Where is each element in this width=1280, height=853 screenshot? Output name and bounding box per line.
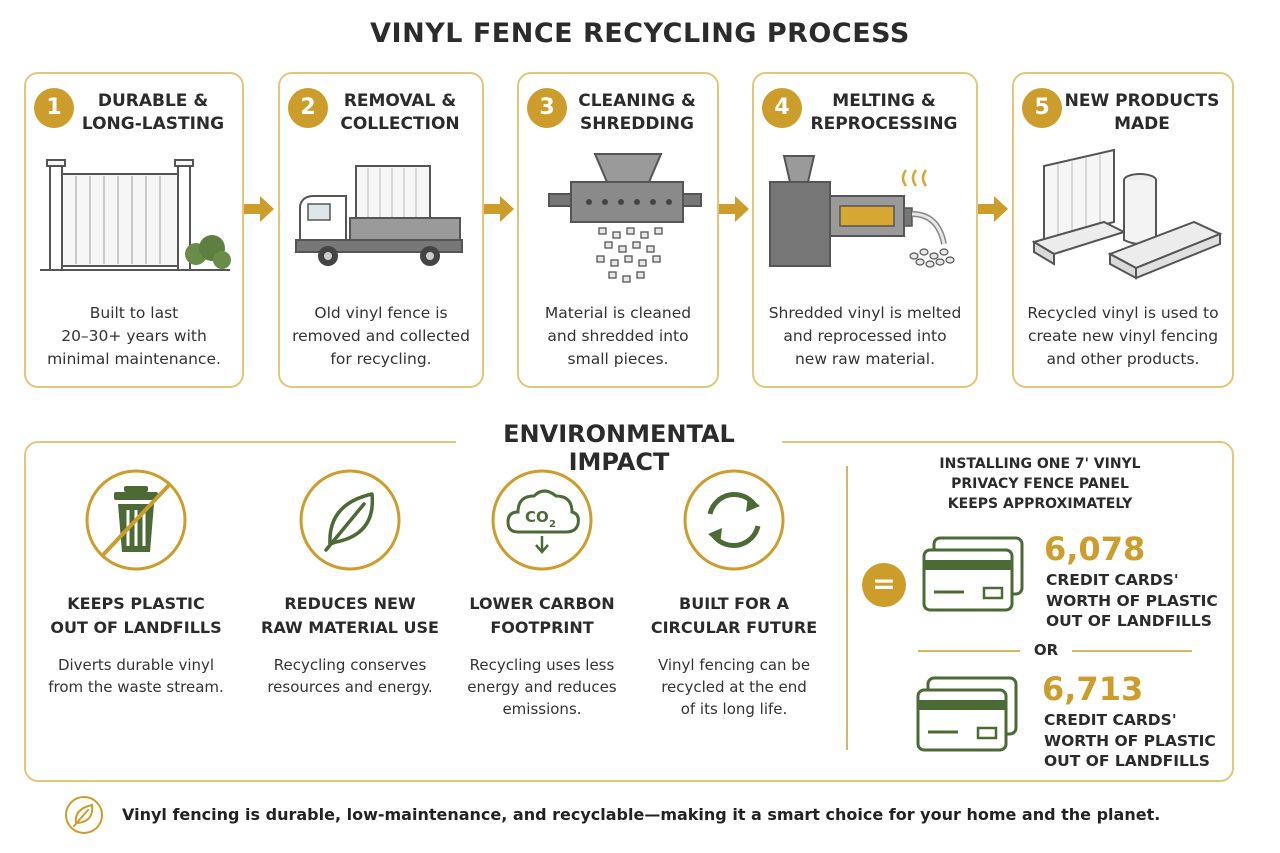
step-number: 4 bbox=[762, 88, 802, 128]
step-title: MELTING &REPROCESSING bbox=[810, 91, 958, 134]
arrow-right-icon bbox=[719, 196, 749, 222]
or-divider-right bbox=[1072, 650, 1192, 652]
step-title: CLEANING &SHREDDING bbox=[578, 91, 696, 134]
environmental-impact-title: ENVIRONMENTAL IMPACT bbox=[456, 420, 782, 476]
co2-label: CO bbox=[525, 508, 549, 526]
vertical-divider bbox=[846, 466, 848, 750]
co2-subscript: 2 bbox=[549, 519, 556, 530]
or-label: OR bbox=[1033, 641, 1059, 659]
arrow-right-icon bbox=[244, 196, 274, 222]
arrow-right-icon bbox=[978, 196, 1008, 222]
new-products-illustration bbox=[1031, 148, 1223, 280]
step-title: DURABLE &LONG-LASTING bbox=[81, 91, 225, 134]
stat-value-second: 6,713 bbox=[1042, 670, 1144, 708]
leaf-icon bbox=[299, 469, 401, 571]
credit-card-icon bbox=[922, 536, 1024, 612]
fence-panel-illustration bbox=[40, 159, 231, 271]
truck-illustration bbox=[295, 165, 463, 266]
step-number: 5 bbox=[1022, 88, 1062, 128]
co2-cloud-icon: CO 2 bbox=[491, 469, 593, 571]
extruder-illustration bbox=[769, 155, 955, 268]
step-number: 2 bbox=[288, 88, 328, 128]
step-cleaning: 3 CLEANING &SHREDDING Material is cleane… bbox=[517, 72, 719, 388]
page-title: VINYL FENCE RECYCLING PROCESS bbox=[370, 18, 910, 49]
step-number: 3 bbox=[527, 88, 567, 128]
stat-value-first: 6,078 bbox=[1044, 530, 1146, 568]
arrow-right-icon bbox=[484, 196, 514, 222]
equals-badge: = bbox=[862, 563, 906, 607]
leaf-footer-icon bbox=[65, 796, 103, 834]
step-removal: 2 REMOVAL &COLLECTION Old vinyl fence is… bbox=[278, 72, 484, 388]
step-title: REMOVAL &COLLECTION bbox=[340, 91, 460, 134]
recycle-arrows-icon bbox=[683, 469, 785, 571]
credit-card-icon bbox=[916, 676, 1018, 752]
shredder-illustration bbox=[548, 153, 702, 283]
footer-tagline: Vinyl fencing is durable, low-maintenanc… bbox=[122, 805, 1161, 824]
trash-can-crossed-icon bbox=[85, 469, 187, 571]
step-number: 1 bbox=[34, 88, 74, 128]
step-melting: 4 MELTING &REPROCESSING Shredded vinyl i… bbox=[752, 72, 978, 388]
or-divider-left bbox=[918, 650, 1020, 652]
